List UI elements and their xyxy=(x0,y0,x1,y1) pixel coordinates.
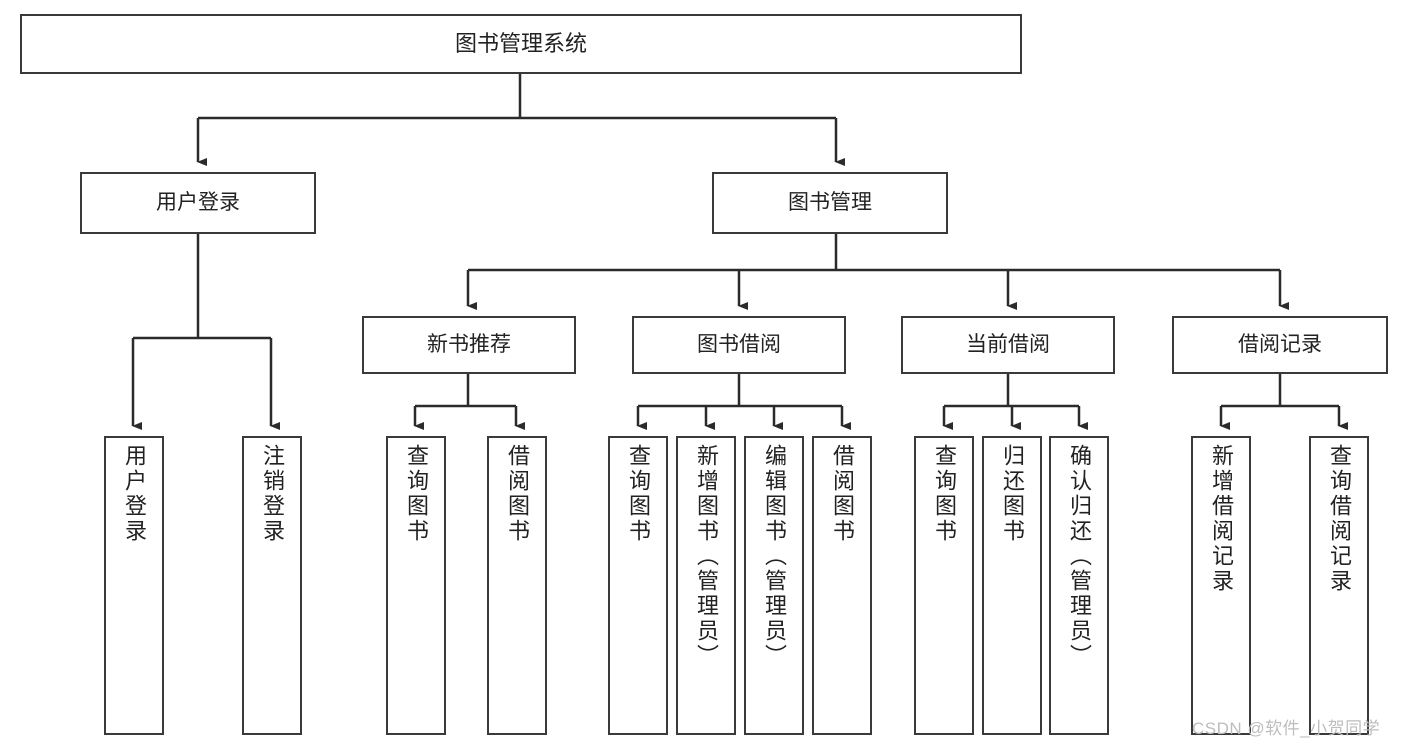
leaf-borrow-book-2-label: 借阅图书 xyxy=(830,444,855,544)
leaf-query-record-label: 查询借阅记录 xyxy=(1327,444,1352,594)
leaf-user-login[interactable]: 用户登录 xyxy=(104,436,164,735)
node-user-login-label: 用户登录 xyxy=(156,190,240,214)
leaf-add-book[interactable]: 新增图书（管理员） xyxy=(676,436,736,735)
node-root[interactable]: 图书管理系统 xyxy=(20,14,1022,74)
leaf-add-book-label: 新增图书（管理员） xyxy=(694,444,719,669)
leaf-query-book-3[interactable]: 查询图书 xyxy=(914,436,974,735)
leaf-return-book-label: 归还图书 xyxy=(1000,444,1025,544)
leaf-confirm-return-label: 确认归还（管理员） xyxy=(1067,444,1092,669)
node-book-manage[interactable]: 图书管理 xyxy=(712,172,948,234)
leaf-add-record[interactable]: 新增借阅记录 xyxy=(1191,436,1251,735)
leaf-query-book-3-label: 查询图书 xyxy=(932,444,957,544)
leaf-borrow-book-1-label: 借阅图书 xyxy=(505,444,530,544)
leaf-query-record[interactable]: 查询借阅记录 xyxy=(1309,436,1369,735)
leaf-query-book-2[interactable]: 查询图书 xyxy=(608,436,668,735)
leaf-edit-book[interactable]: 编辑图书（管理员） xyxy=(744,436,804,735)
node-user-login[interactable]: 用户登录 xyxy=(80,172,316,234)
node-new-book-recommend-label: 新书推荐 xyxy=(427,332,511,356)
leaf-borrow-book-2[interactable]: 借阅图书 xyxy=(812,436,872,735)
leaf-edit-book-label: 编辑图书（管理员） xyxy=(762,444,787,669)
leaf-user-logout-label: 注销登录 xyxy=(260,444,285,544)
leaf-query-book-2-label: 查询图书 xyxy=(626,444,651,544)
node-new-book-recommend[interactable]: 新书推荐 xyxy=(362,316,576,374)
leaf-user-login-label: 用户登录 xyxy=(122,444,147,544)
node-book-borrow-label: 图书借阅 xyxy=(697,332,781,356)
leaf-confirm-return[interactable]: 确认归还（管理员） xyxy=(1049,436,1109,735)
leaf-user-logout[interactable]: 注销登录 xyxy=(242,436,302,735)
node-borrow-record-label: 借阅记录 xyxy=(1238,332,1322,356)
leaf-add-record-label: 新增借阅记录 xyxy=(1209,444,1234,594)
leaf-return-book[interactable]: 归还图书 xyxy=(982,436,1042,735)
csdn-watermark: CSDN @软件_小贺同学 xyxy=(1192,719,1381,738)
leaf-query-book-1-label: 查询图书 xyxy=(404,444,429,544)
node-current-borrow-label: 当前借阅 xyxy=(966,332,1050,356)
leaf-query-book-1[interactable]: 查询图书 xyxy=(386,436,446,735)
node-book-borrow[interactable]: 图书借阅 xyxy=(632,316,846,374)
node-book-manage-label: 图书管理 xyxy=(788,190,872,214)
leaf-borrow-book-1[interactable]: 借阅图书 xyxy=(487,436,547,735)
node-root-label: 图书管理系统 xyxy=(454,31,587,57)
node-current-borrow[interactable]: 当前借阅 xyxy=(901,316,1115,374)
node-borrow-record[interactable]: 借阅记录 xyxy=(1172,316,1388,374)
